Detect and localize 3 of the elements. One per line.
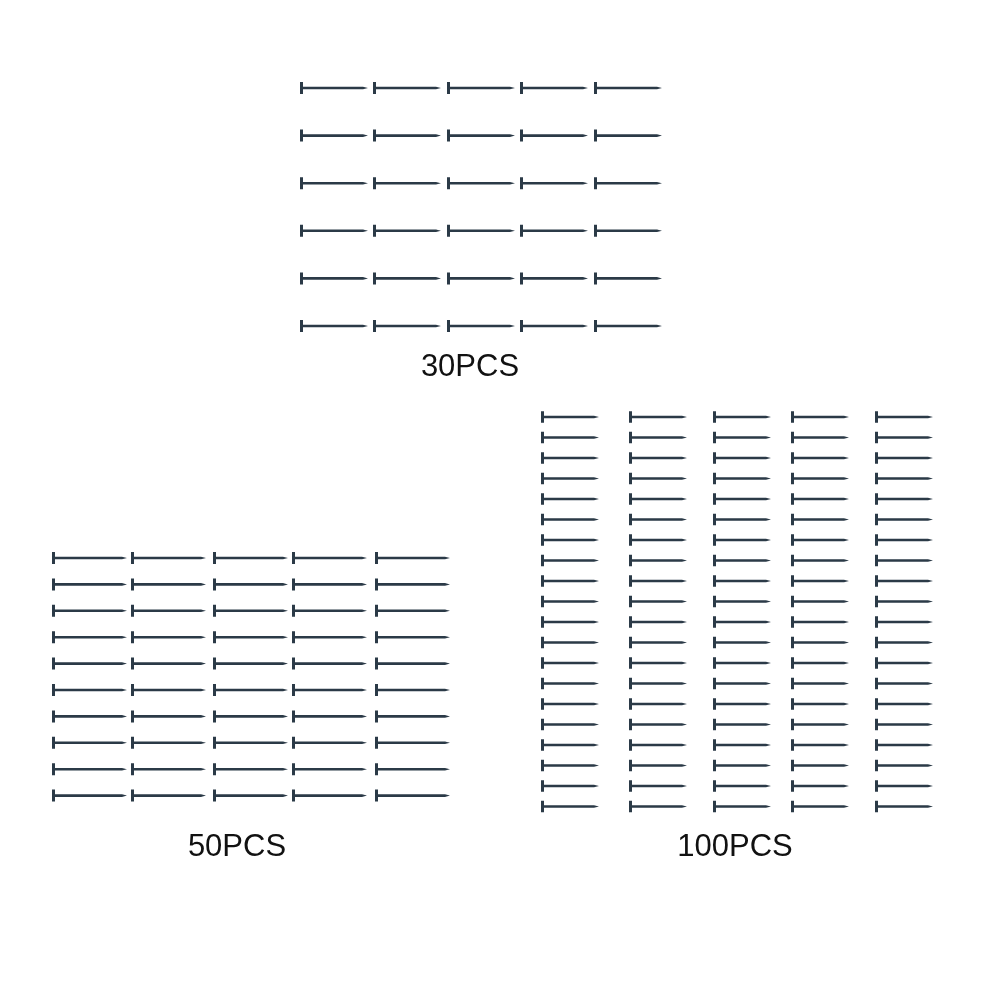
quantity-label: 50PCS: [187, 828, 287, 864]
quantity-label: 100PCS: [677, 828, 793, 864]
quantity-label: 30PCS: [420, 348, 520, 384]
